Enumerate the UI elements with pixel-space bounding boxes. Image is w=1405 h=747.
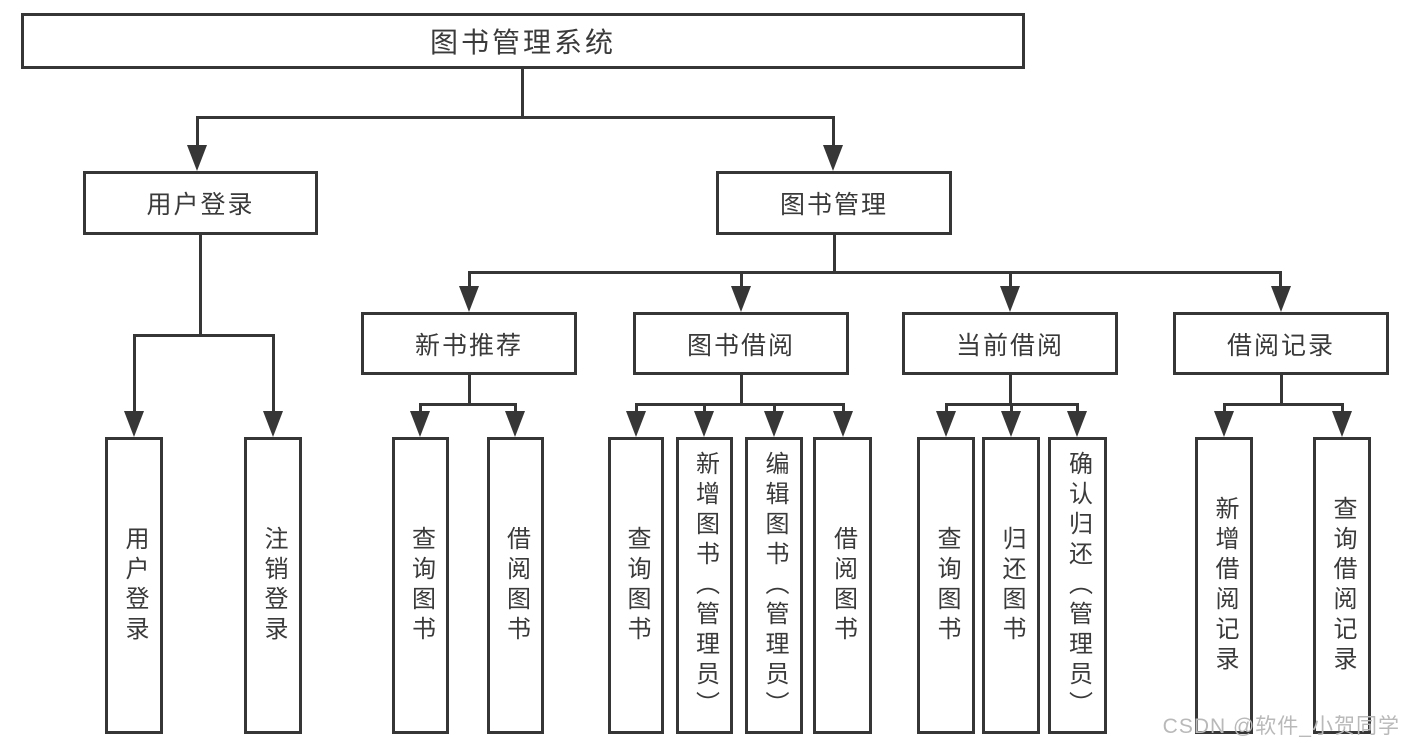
connector-line bbox=[1280, 375, 1283, 406]
arrow-down-icon bbox=[1214, 411, 1234, 437]
node-label: 借阅记录 bbox=[1226, 331, 1335, 360]
leaf-query-books-recommend: 查询图书 bbox=[392, 437, 449, 734]
node-label: 当前借阅 bbox=[955, 331, 1064, 360]
leaf-add-books-admin: 新增图书（管理员） bbox=[676, 437, 733, 734]
arrow-down-icon bbox=[1067, 411, 1087, 437]
arrow-down-icon bbox=[936, 411, 956, 437]
node-label: 新增图书（管理员） bbox=[691, 450, 719, 721]
connector-line bbox=[635, 403, 638, 413]
connector-line bbox=[133, 334, 136, 413]
connector-line bbox=[272, 334, 275, 413]
connector-line bbox=[1341, 403, 1344, 413]
arrow-down-icon bbox=[764, 411, 784, 437]
node-label: 编辑图书（管理员） bbox=[761, 450, 788, 721]
connector-line bbox=[514, 403, 517, 413]
connector-line bbox=[740, 375, 743, 406]
connector-line bbox=[133, 334, 275, 337]
node-book-borrowing: 图书借阅 bbox=[633, 312, 849, 375]
connector-line bbox=[468, 375, 471, 406]
connector-line bbox=[468, 271, 1282, 274]
connector-line bbox=[1009, 375, 1012, 406]
arrow-down-icon bbox=[410, 411, 430, 437]
leaf-query-books-current: 查询图书 bbox=[917, 437, 975, 734]
node-label: 新书推荐 bbox=[414, 331, 523, 360]
node-label: 查询借阅记录 bbox=[1329, 495, 1356, 676]
arrow-down-icon bbox=[823, 145, 843, 171]
arrow-down-icon bbox=[263, 411, 283, 437]
node-label: 查询图书 bbox=[623, 525, 650, 646]
connector-line bbox=[419, 403, 422, 413]
connector-line bbox=[773, 403, 776, 413]
node-label: 注销登录 bbox=[260, 525, 287, 646]
node-user-login: 用户登录 bbox=[83, 171, 318, 235]
node-label: 图书管理 bbox=[779, 191, 888, 219]
node-current-borrowing: 当前借阅 bbox=[902, 312, 1118, 375]
connector-line bbox=[833, 235, 836, 273]
node-label: 图书借阅 bbox=[686, 331, 795, 360]
connector-line bbox=[703, 403, 706, 413]
node-label: 查询图书 bbox=[933, 525, 960, 646]
node-book-management: 图书管理 bbox=[716, 171, 952, 235]
leaf-user-login: 用户登录 bbox=[105, 437, 163, 734]
leaf-logout: 注销登录 bbox=[244, 437, 302, 734]
connector-line bbox=[832, 116, 835, 147]
arrow-down-icon bbox=[833, 411, 853, 437]
csdn-watermark: CSDN @软件_小贺同学 bbox=[1162, 715, 1400, 738]
node-label: 确认归还（管理员） bbox=[1064, 450, 1092, 721]
node-label: 用户登录 bbox=[146, 191, 255, 219]
leaf-query-borrow-record: 查询借阅记录 bbox=[1313, 437, 1371, 734]
node-borrowing-records: 借阅记录 bbox=[1173, 312, 1389, 375]
leaf-query-books-borrowing: 查询图书 bbox=[608, 437, 664, 734]
node-label: 图书管理系统 bbox=[429, 27, 616, 58]
node-new-book-recommend: 新书推荐 bbox=[361, 312, 577, 375]
connector-line bbox=[468, 271, 471, 289]
leaf-add-borrow-record: 新增借阅记录 bbox=[1195, 437, 1253, 734]
connector-line bbox=[521, 69, 524, 118]
leaf-edit-books-admin: 编辑图书（管理员） bbox=[745, 437, 803, 734]
arrow-down-icon bbox=[1000, 286, 1020, 312]
connector-line bbox=[842, 403, 845, 413]
connector-line bbox=[740, 271, 743, 289]
connector-line bbox=[197, 116, 835, 119]
connector-line bbox=[196, 116, 199, 147]
node-label: 借阅图书 bbox=[829, 525, 857, 646]
connector-line bbox=[1223, 403, 1344, 406]
leaf-borrow-books-recommend: 借阅图书 bbox=[487, 437, 544, 734]
connector-line bbox=[945, 403, 948, 413]
leaf-confirm-return-admin: 确认归还（管理员） bbox=[1048, 437, 1107, 734]
arrow-down-icon bbox=[187, 145, 207, 171]
connector-line bbox=[199, 235, 202, 337]
node-label: 归还图书 bbox=[998, 525, 1025, 646]
leaf-return-books: 归还图书 bbox=[982, 437, 1040, 734]
arrow-down-icon bbox=[459, 286, 479, 312]
arrow-down-icon bbox=[694, 411, 714, 437]
arrow-down-icon bbox=[1001, 411, 1021, 437]
connector-line bbox=[1009, 271, 1012, 289]
node-library-management-system: 图书管理系统 bbox=[21, 13, 1025, 69]
connector-line bbox=[1010, 403, 1013, 413]
connector-line bbox=[419, 403, 517, 406]
arrow-down-icon bbox=[124, 411, 144, 437]
node-label: 用户登录 bbox=[121, 525, 148, 646]
connector-line bbox=[1223, 403, 1226, 413]
arrow-down-icon bbox=[1332, 411, 1352, 437]
connector-line bbox=[1279, 271, 1282, 289]
arrow-down-icon bbox=[626, 411, 646, 437]
connector-line bbox=[635, 403, 845, 406]
node-label: 新增借阅记录 bbox=[1211, 495, 1238, 676]
arrow-down-icon bbox=[731, 286, 751, 312]
leaf-borrow-books-borrowing: 借阅图书 bbox=[813, 437, 872, 734]
arrow-down-icon bbox=[505, 411, 525, 437]
node-label: 借阅图书 bbox=[502, 525, 530, 646]
arrow-down-icon bbox=[1271, 286, 1291, 312]
node-label: 查询图书 bbox=[407, 525, 435, 646]
connector-line bbox=[1076, 403, 1079, 413]
